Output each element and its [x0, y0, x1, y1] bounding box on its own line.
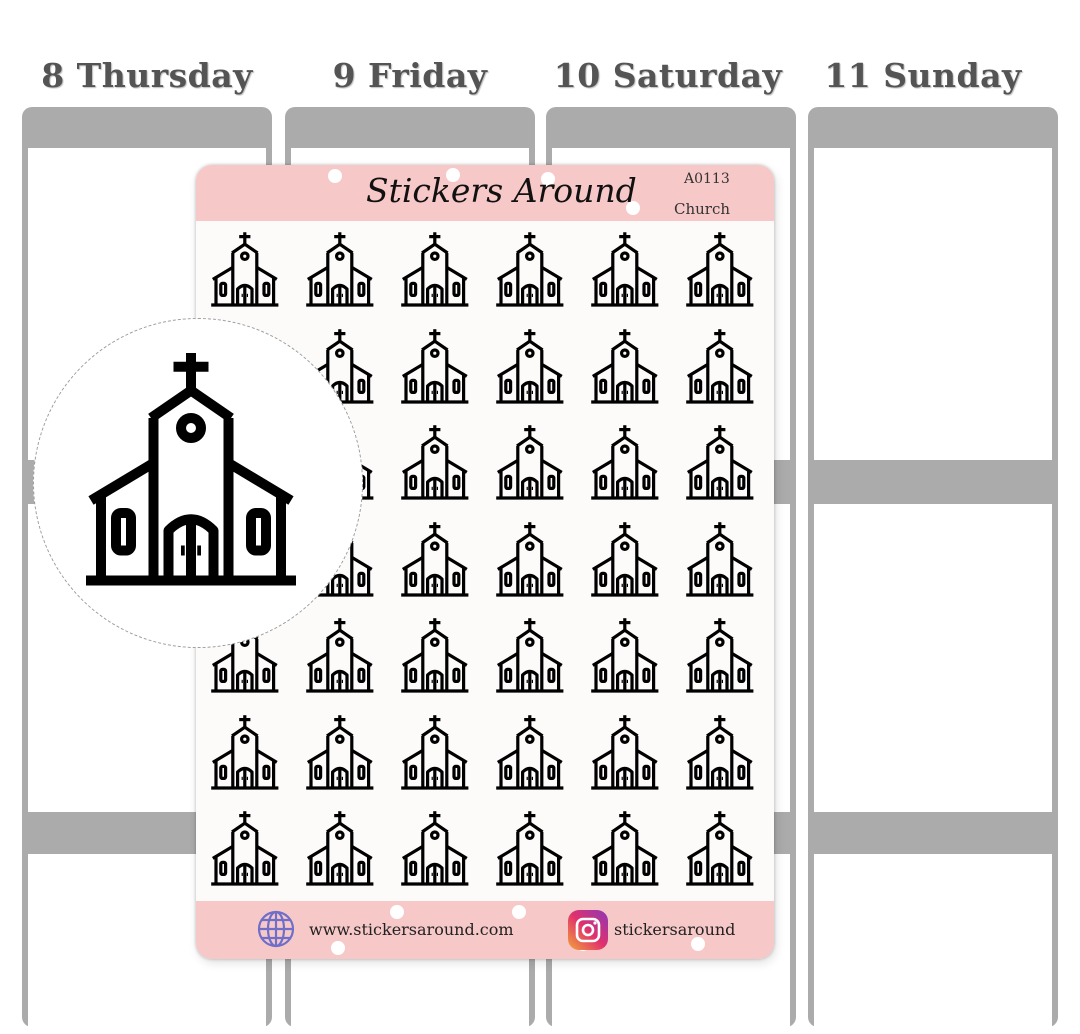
church-icon	[588, 712, 668, 792]
church-icon	[588, 326, 668, 406]
decor-dot	[331, 941, 345, 955]
church-icon	[493, 519, 573, 599]
day-header-friday: 9 Friday	[332, 56, 488, 95]
product-code: A0113	[684, 171, 730, 187]
church-icon	[208, 712, 288, 792]
church-icon	[683, 712, 763, 792]
globe-icon	[257, 910, 295, 948]
decor-dot	[328, 169, 342, 183]
church-icon	[398, 519, 478, 599]
decor-dot	[512, 905, 526, 919]
church-icon	[588, 615, 668, 695]
day-header-saturday: 10 Saturday	[553, 56, 783, 95]
church-icon	[493, 712, 573, 792]
church-icon	[208, 229, 288, 309]
church-icon	[398, 712, 478, 792]
church-icon	[683, 229, 763, 309]
instagram-icon	[568, 910, 608, 950]
product-category: Church	[674, 200, 731, 218]
church-icon	[493, 422, 573, 502]
church-icon	[398, 326, 478, 406]
brand-title: Stickers Around	[366, 171, 637, 210]
day-box	[814, 148, 1052, 460]
day-box	[814, 504, 1052, 812]
church-icon	[398, 229, 478, 309]
church-icon	[588, 229, 668, 309]
church-icon	[303, 229, 383, 309]
day-header-thursday: 8 Thursday	[41, 56, 253, 95]
church-icon	[493, 615, 573, 695]
instagram-handle[interactable]: stickersaround	[614, 920, 736, 939]
day-column-sunday	[808, 107, 1058, 1034]
decor-dot	[390, 905, 404, 919]
church-icon	[683, 808, 763, 888]
day-header-sunday: 11 Sunday	[824, 56, 1022, 95]
decor-dot	[446, 168, 460, 182]
church-icon	[303, 712, 383, 792]
church-icon	[398, 808, 478, 888]
zoom-preview	[33, 318, 363, 648]
church-icon	[588, 422, 668, 502]
church-icon	[493, 808, 573, 888]
church-icon	[398, 615, 478, 695]
church-icon	[208, 808, 288, 888]
church-icon	[683, 422, 763, 502]
website-link[interactable]: www.stickersaround.com	[309, 920, 514, 939]
church-icon	[683, 519, 763, 599]
church-icon	[303, 615, 383, 695]
church-icon	[303, 808, 383, 888]
church-icon	[398, 422, 478, 502]
church-icon	[683, 615, 763, 695]
church-icon	[588, 519, 668, 599]
decor-dot	[626, 201, 640, 215]
decor-dot	[691, 937, 705, 951]
day-box	[814, 854, 1052, 1034]
church-icon	[493, 229, 573, 309]
church-icon	[493, 326, 573, 406]
church-icon	[683, 326, 763, 406]
church-icon	[588, 808, 668, 888]
decor-dot	[541, 172, 555, 186]
church-icon	[76, 343, 326, 593]
sheet-header-band: Stickers Around A0113 Church	[196, 165, 774, 221]
